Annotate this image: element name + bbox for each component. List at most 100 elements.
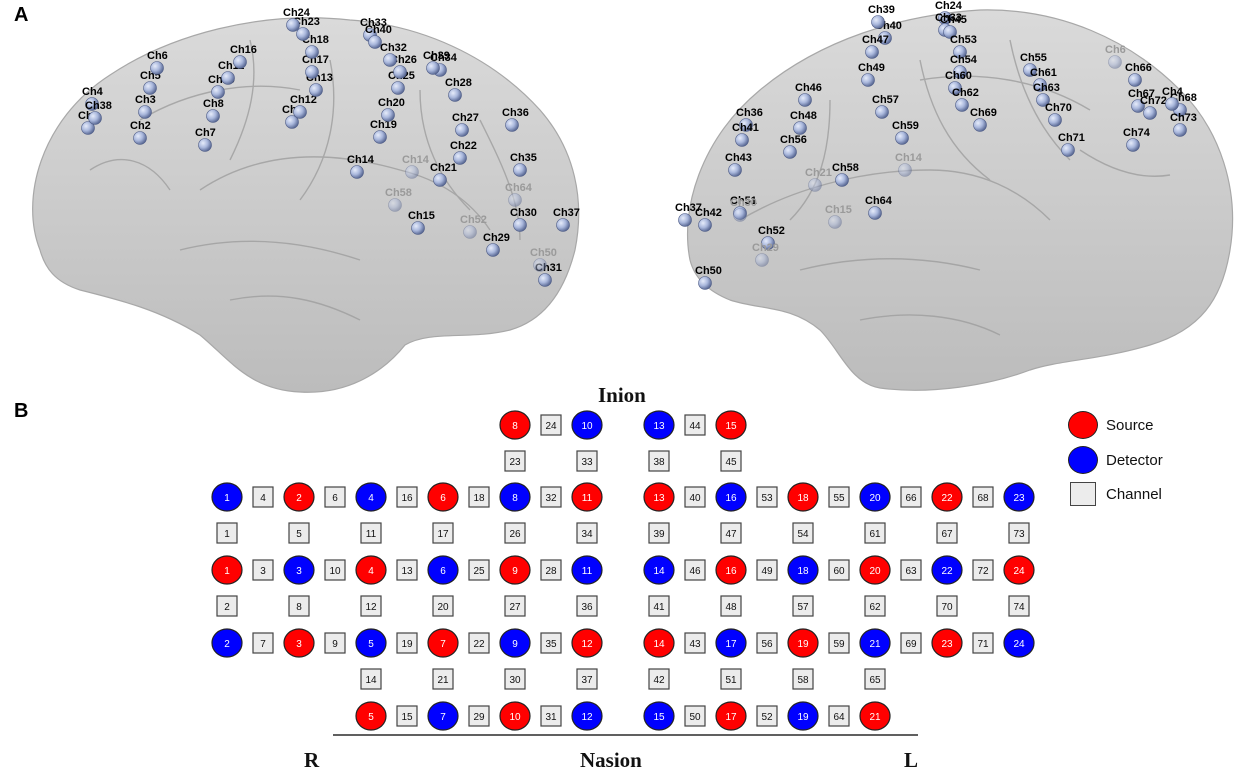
- channel-number: 25: [473, 566, 485, 577]
- channel-marker: 65: [864, 668, 886, 690]
- channel-number: 56: [761, 639, 773, 650]
- channel-number: 13: [401, 566, 413, 577]
- electrode-label: Ch42: [695, 207, 722, 219]
- electrode-marker: Ch21: [430, 162, 457, 187]
- detector-marker: 3: [283, 555, 315, 585]
- detector-marker: 22: [931, 555, 963, 585]
- legend-source: Source: [1068, 410, 1238, 440]
- electrode-label: Ch28: [445, 77, 472, 89]
- electrode-label: Ch66: [1125, 62, 1152, 74]
- source-marker: 24: [1003, 555, 1035, 585]
- detector-marker: 24: [1003, 628, 1035, 658]
- channel-marker: 3: [252, 559, 274, 581]
- electrode-marker: Ch29: [752, 242, 779, 267]
- electrode-label: Ch49: [858, 62, 885, 74]
- electrode-marker: Ch43: [725, 152, 752, 177]
- channel-marker: 43: [684, 632, 706, 654]
- electrode-label: Ch56: [780, 134, 807, 146]
- detector-number: 5: [368, 639, 374, 650]
- channel-marker: 24: [540, 414, 562, 436]
- electrode-label: Ch73: [1170, 112, 1197, 124]
- electrode-label: Ch63: [1033, 82, 1060, 94]
- channel-marker: 56: [756, 632, 778, 654]
- electrode-label: Ch39: [423, 50, 450, 62]
- channel-marker: 27: [504, 595, 526, 617]
- channel-marker: 72: [972, 559, 994, 581]
- detector-marker: 8: [499, 482, 531, 512]
- channel-marker: 13: [396, 559, 418, 581]
- source-number: 8: [512, 421, 518, 432]
- electrode-label: Ch58: [832, 162, 859, 174]
- electrode-label: Ch50: [530, 247, 557, 259]
- channel-marker: 20: [432, 595, 454, 617]
- channel-number: 1: [224, 529, 230, 540]
- electrode-marker: Ch29: [483, 232, 510, 257]
- electrode-label: Ch34: [430, 52, 458, 64]
- source-marker-icon: [1068, 411, 1098, 439]
- channel-number: 74: [1013, 602, 1025, 613]
- brain-right-sulci: [89, 39, 521, 321]
- electrode-label: Ch21: [805, 167, 832, 179]
- channel-marker: 61: [864, 522, 886, 544]
- channel-number: 16: [401, 493, 413, 504]
- electrode-marker: Ch8: [203, 98, 224, 123]
- source-marker: 17: [715, 701, 747, 731]
- electrode-label: Ch21: [430, 162, 457, 174]
- channel-marker: 37: [576, 668, 598, 690]
- channel-number: 50: [689, 712, 701, 723]
- panel-b-label: B: [14, 400, 29, 422]
- channel-marker: 14: [360, 668, 382, 690]
- electrode-label: Ch6: [1105, 44, 1126, 56]
- channel-number: 19: [401, 639, 413, 650]
- channel-number: 46: [689, 566, 701, 577]
- electrode-marker: Ch71: [1058, 132, 1085, 157]
- channel-marker: 22: [468, 632, 490, 654]
- electrode-marker: Ch24: [283, 7, 311, 32]
- channel-number: 30: [509, 675, 521, 686]
- channel-number: 22: [473, 639, 485, 650]
- electrode-label: Ch15: [825, 204, 852, 216]
- detector-marker: 6: [427, 555, 459, 585]
- channel-marker: 64: [828, 705, 850, 727]
- electrode-label: Ch43: [725, 152, 752, 164]
- electrode-marker: Ch58: [832, 162, 859, 187]
- channel-marker: 4: [252, 486, 274, 508]
- source-marker: 14: [643, 628, 675, 658]
- source-marker: 4: [355, 555, 387, 585]
- electrode-label: Ch59: [892, 120, 919, 132]
- detector-marker: 2: [211, 628, 243, 658]
- electrode-marker: Ch3: [135, 94, 156, 119]
- source-number: 5: [368, 712, 374, 723]
- channel-marker: 34: [576, 522, 598, 544]
- channel-number: 36: [581, 602, 593, 613]
- electrode-marker: Ch56: [780, 134, 807, 159]
- electrode-label: Ch4: [1162, 86, 1184, 98]
- electrode-marker: Ch28: [445, 77, 472, 102]
- detector-number: 20: [869, 493, 881, 504]
- detector-number: 3: [296, 566, 302, 577]
- channel-number: 12: [365, 602, 377, 613]
- left-label: L: [904, 748, 919, 772]
- electrode-label: Ch33: [935, 12, 962, 24]
- source-number: 20: [869, 566, 881, 577]
- electrode-marker: Ch57: [872, 94, 899, 119]
- detector-number: 24: [1013, 639, 1025, 650]
- channel-number: 61: [869, 529, 881, 540]
- electrode-label: Ch30: [730, 197, 757, 209]
- detector-number: 8: [512, 493, 518, 504]
- channel-number: 67: [941, 529, 953, 540]
- channel-number: 62: [869, 602, 881, 613]
- electrode-label: Ch8: [203, 98, 224, 110]
- electrode-label: Ch48: [790, 110, 817, 122]
- electrode-label: Ch3: [135, 94, 156, 106]
- legend-detector-label: Detector: [1106, 451, 1163, 469]
- channel-marker: 21: [432, 668, 454, 690]
- channel-number: 8: [296, 602, 302, 613]
- detector-marker: 16: [715, 482, 747, 512]
- detector-number: 18: [797, 566, 809, 577]
- channel-number: 41: [653, 602, 665, 613]
- channel-marker: 26: [504, 522, 526, 544]
- channel-number: 34: [581, 529, 593, 540]
- electrode-marker: Ch2: [130, 120, 151, 145]
